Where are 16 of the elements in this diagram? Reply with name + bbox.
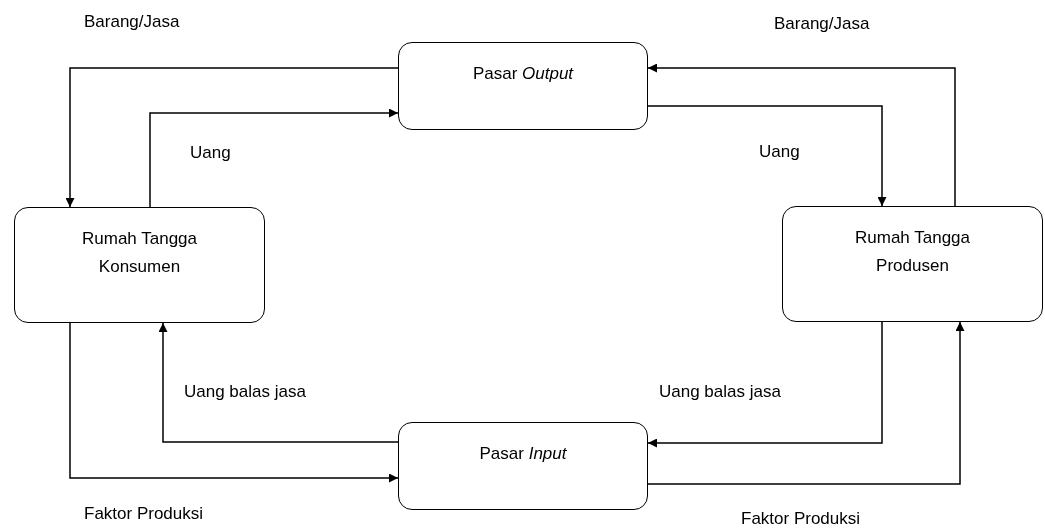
rounded-box [14,207,265,323]
arrow [158,322,399,443]
box-label: Pasar Input [479,443,567,465]
rounded-box [782,206,1043,322]
arrow [647,321,883,448]
rounded-box [398,422,648,510]
arrow [647,321,965,485]
arrow [65,67,399,208]
arrow [647,63,956,207]
arrow [69,322,399,483]
box-label: Pasar Output [472,63,574,85]
arrow [647,105,887,207]
box-label: Rumah Tangga Produsen [854,227,971,277]
rounded-box [398,42,648,130]
box-label: Rumah Tangga Konsumen [81,228,198,278]
arrow [149,108,399,208]
